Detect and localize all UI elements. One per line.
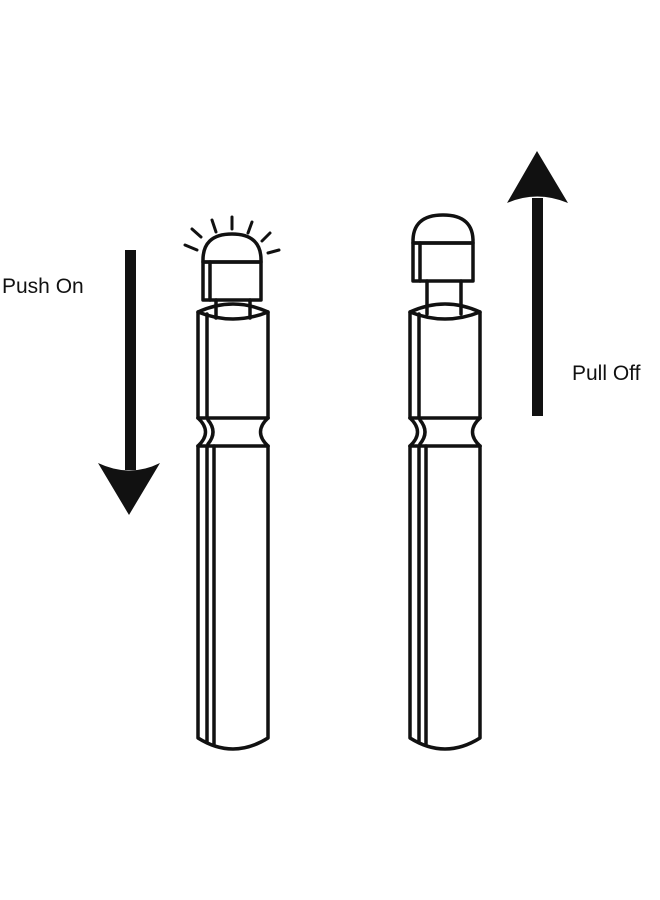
arrow-up-icon — [507, 151, 568, 416]
push-on-label: Push On — [2, 275, 84, 298]
pin-pushed-on — [183, 215, 281, 751]
arrow-down-icon — [98, 250, 160, 515]
click-burst-icon — [183, 215, 281, 255]
pin-pulled-off — [408, 213, 482, 751]
pull-off-label: Pull Off — [572, 362, 641, 385]
